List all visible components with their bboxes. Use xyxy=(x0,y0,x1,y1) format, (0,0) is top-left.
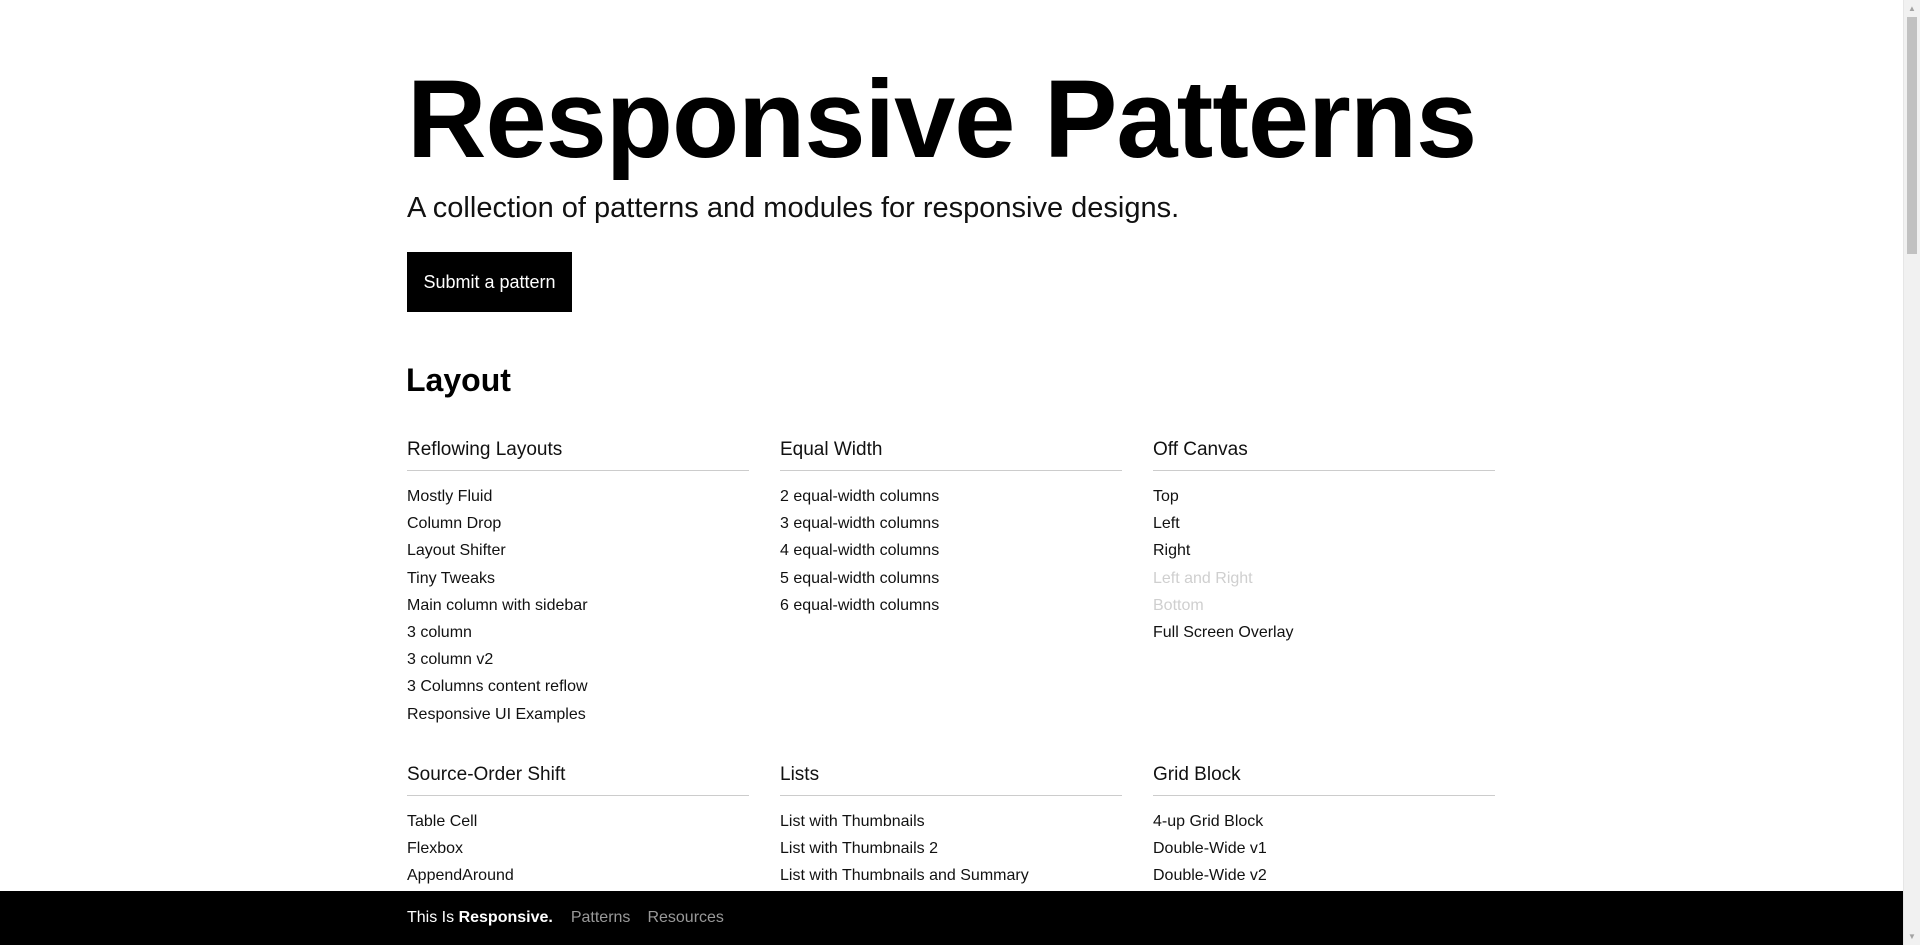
list-item: Left and Right xyxy=(1153,565,1495,592)
site-title: Responsive Patterns xyxy=(407,58,1477,181)
pattern-link[interactable]: Double-Wide v1 xyxy=(1153,839,1267,857)
brand-strong: Responsive. xyxy=(458,909,553,926)
pattern-group-title: Grid Block xyxy=(1153,761,1495,796)
pattern-link[interactable]: Mostly Fluid xyxy=(407,488,493,505)
pattern-group: Equal Width 2 equal-width columns 3 equal-… xyxy=(780,436,1122,728)
pattern-link[interactable]: 3 column v2 xyxy=(407,651,494,669)
list-item: List with Thumbnails xyxy=(780,808,1122,835)
pattern-link[interactable]: Main column with sidebar xyxy=(407,596,588,614)
list-item: Table Cell xyxy=(407,808,749,835)
list-item: 4-up Grid Block xyxy=(1153,808,1495,835)
pattern-link[interactable]: Left and Right xyxy=(1153,569,1253,587)
brand-prefix: This Is xyxy=(407,909,455,926)
list-item: AppendAround xyxy=(407,862,749,889)
pattern-link[interactable]: List with Thumbnails xyxy=(780,812,925,830)
list-item: Top xyxy=(1153,483,1495,510)
pattern-link[interactable]: 3 column xyxy=(407,623,472,641)
list-item: Right xyxy=(1153,537,1495,564)
pattern-link[interactable]: List with Thumbnails 2 xyxy=(780,839,938,857)
list-item: Mostly Fluid xyxy=(407,483,749,510)
list-item: 5 equal-width columns xyxy=(780,565,1122,592)
pattern-link[interactable]: 6 equal-width columns xyxy=(780,596,940,614)
pattern-link[interactable]: Right xyxy=(1153,542,1191,560)
list-item: Full Screen Overlay xyxy=(1153,619,1495,646)
list-item: Left xyxy=(1153,510,1495,537)
pattern-group-title: Lists xyxy=(780,761,1122,796)
list-item: Main column with sidebar xyxy=(407,592,749,619)
pattern-link[interactable]: Left xyxy=(1153,515,1180,533)
list-item: List with Thumbnails 2 xyxy=(780,835,1122,862)
footer-nav-bar: This Is Responsive. Patterns Resources xyxy=(0,891,1903,945)
pattern-list: 2 equal-width columns 3 equal-width colum… xyxy=(780,471,1122,619)
submit-pattern-button[interactable]: Submit a pattern xyxy=(407,252,572,312)
list-item: 3 column v2 xyxy=(407,646,749,673)
pattern-link[interactable]: 3 Columns content reflow xyxy=(407,678,588,696)
list-item: Double-Wide v2 xyxy=(1153,862,1495,889)
pattern-link[interactable]: Layout Shifter xyxy=(407,542,506,560)
scroll-down-arrow-icon[interactable]: ▼ xyxy=(1908,932,1916,941)
pattern-group-title: Source-Order Shift xyxy=(407,761,749,796)
footer-link-resources[interactable]: Resources xyxy=(647,909,724,926)
list-item: 3 column xyxy=(407,619,749,646)
pattern-group-title: Off Canvas xyxy=(1153,436,1495,471)
list-item: 3 equal-width columns xyxy=(780,510,1122,537)
pattern-group-title: Equal Width xyxy=(780,436,1122,471)
list-item: Bottom xyxy=(1153,592,1495,619)
footer-link-patterns[interactable]: Patterns xyxy=(570,909,631,926)
pattern-link[interactable]: Table Cell xyxy=(407,812,478,830)
pattern-link[interactable]: Tiny Tweaks xyxy=(407,569,496,587)
pattern-link[interactable]: List with Thumbnails and Summary xyxy=(780,867,1029,885)
brand-link[interactable]: This Is Responsive. xyxy=(407,909,553,927)
footer-nav: This Is Responsive. Patterns Resources xyxy=(407,891,741,945)
pattern-link[interactable]: Full Screen Overlay xyxy=(1153,623,1294,641)
pattern-link[interactable]: Top xyxy=(1153,488,1179,505)
list-item: 4 equal-width columns xyxy=(780,537,1122,564)
list-item: Layout Shifter xyxy=(407,537,749,564)
pattern-group-title: Reflowing Layouts xyxy=(407,436,749,471)
list-item: 3 Columns content reflow xyxy=(407,673,749,700)
pattern-link[interactable]: 5 equal-width columns xyxy=(780,569,940,587)
pattern-link[interactable]: Bottom xyxy=(1153,596,1204,614)
pattern-link[interactable]: Column Drop xyxy=(407,515,502,533)
list-item: List with Thumbnails and Summary xyxy=(780,862,1122,889)
list-item: Double-Wide v1 xyxy=(1153,835,1495,862)
scroll-up-arrow-icon[interactable]: ▲ xyxy=(1908,4,1916,13)
pattern-link[interactable]: 4-up Grid Block xyxy=(1153,812,1264,830)
pattern-link[interactable]: Responsive UI Examples xyxy=(407,705,586,723)
pattern-link[interactable]: 3 equal-width columns xyxy=(780,515,940,533)
list-item: Tiny Tweaks xyxy=(407,565,749,592)
site-tagline: A collection of patterns and modules for… xyxy=(407,192,1180,224)
list-item: Flexbox xyxy=(407,835,749,862)
list-item: Column Drop xyxy=(407,510,749,537)
pattern-link[interactable]: 4 equal-width columns xyxy=(780,542,940,560)
pattern-link[interactable]: Double-Wide v2 xyxy=(1153,867,1267,885)
pattern-link[interactable]: AppendAround xyxy=(407,867,514,885)
pattern-link[interactable]: 2 equal-width columns xyxy=(780,488,940,505)
list-item: 6 equal-width columns xyxy=(780,592,1122,619)
scrollbar-thumb[interactable] xyxy=(1907,17,1917,254)
list-item: Responsive UI Examples xyxy=(407,701,749,728)
pattern-link[interactable]: Flexbox xyxy=(407,839,464,857)
list-item: 2 equal-width columns xyxy=(780,483,1122,510)
section-title-layout: Layout xyxy=(406,362,511,398)
vertical-scrollbar[interactable]: ▲ ▼ xyxy=(1903,0,1920,945)
